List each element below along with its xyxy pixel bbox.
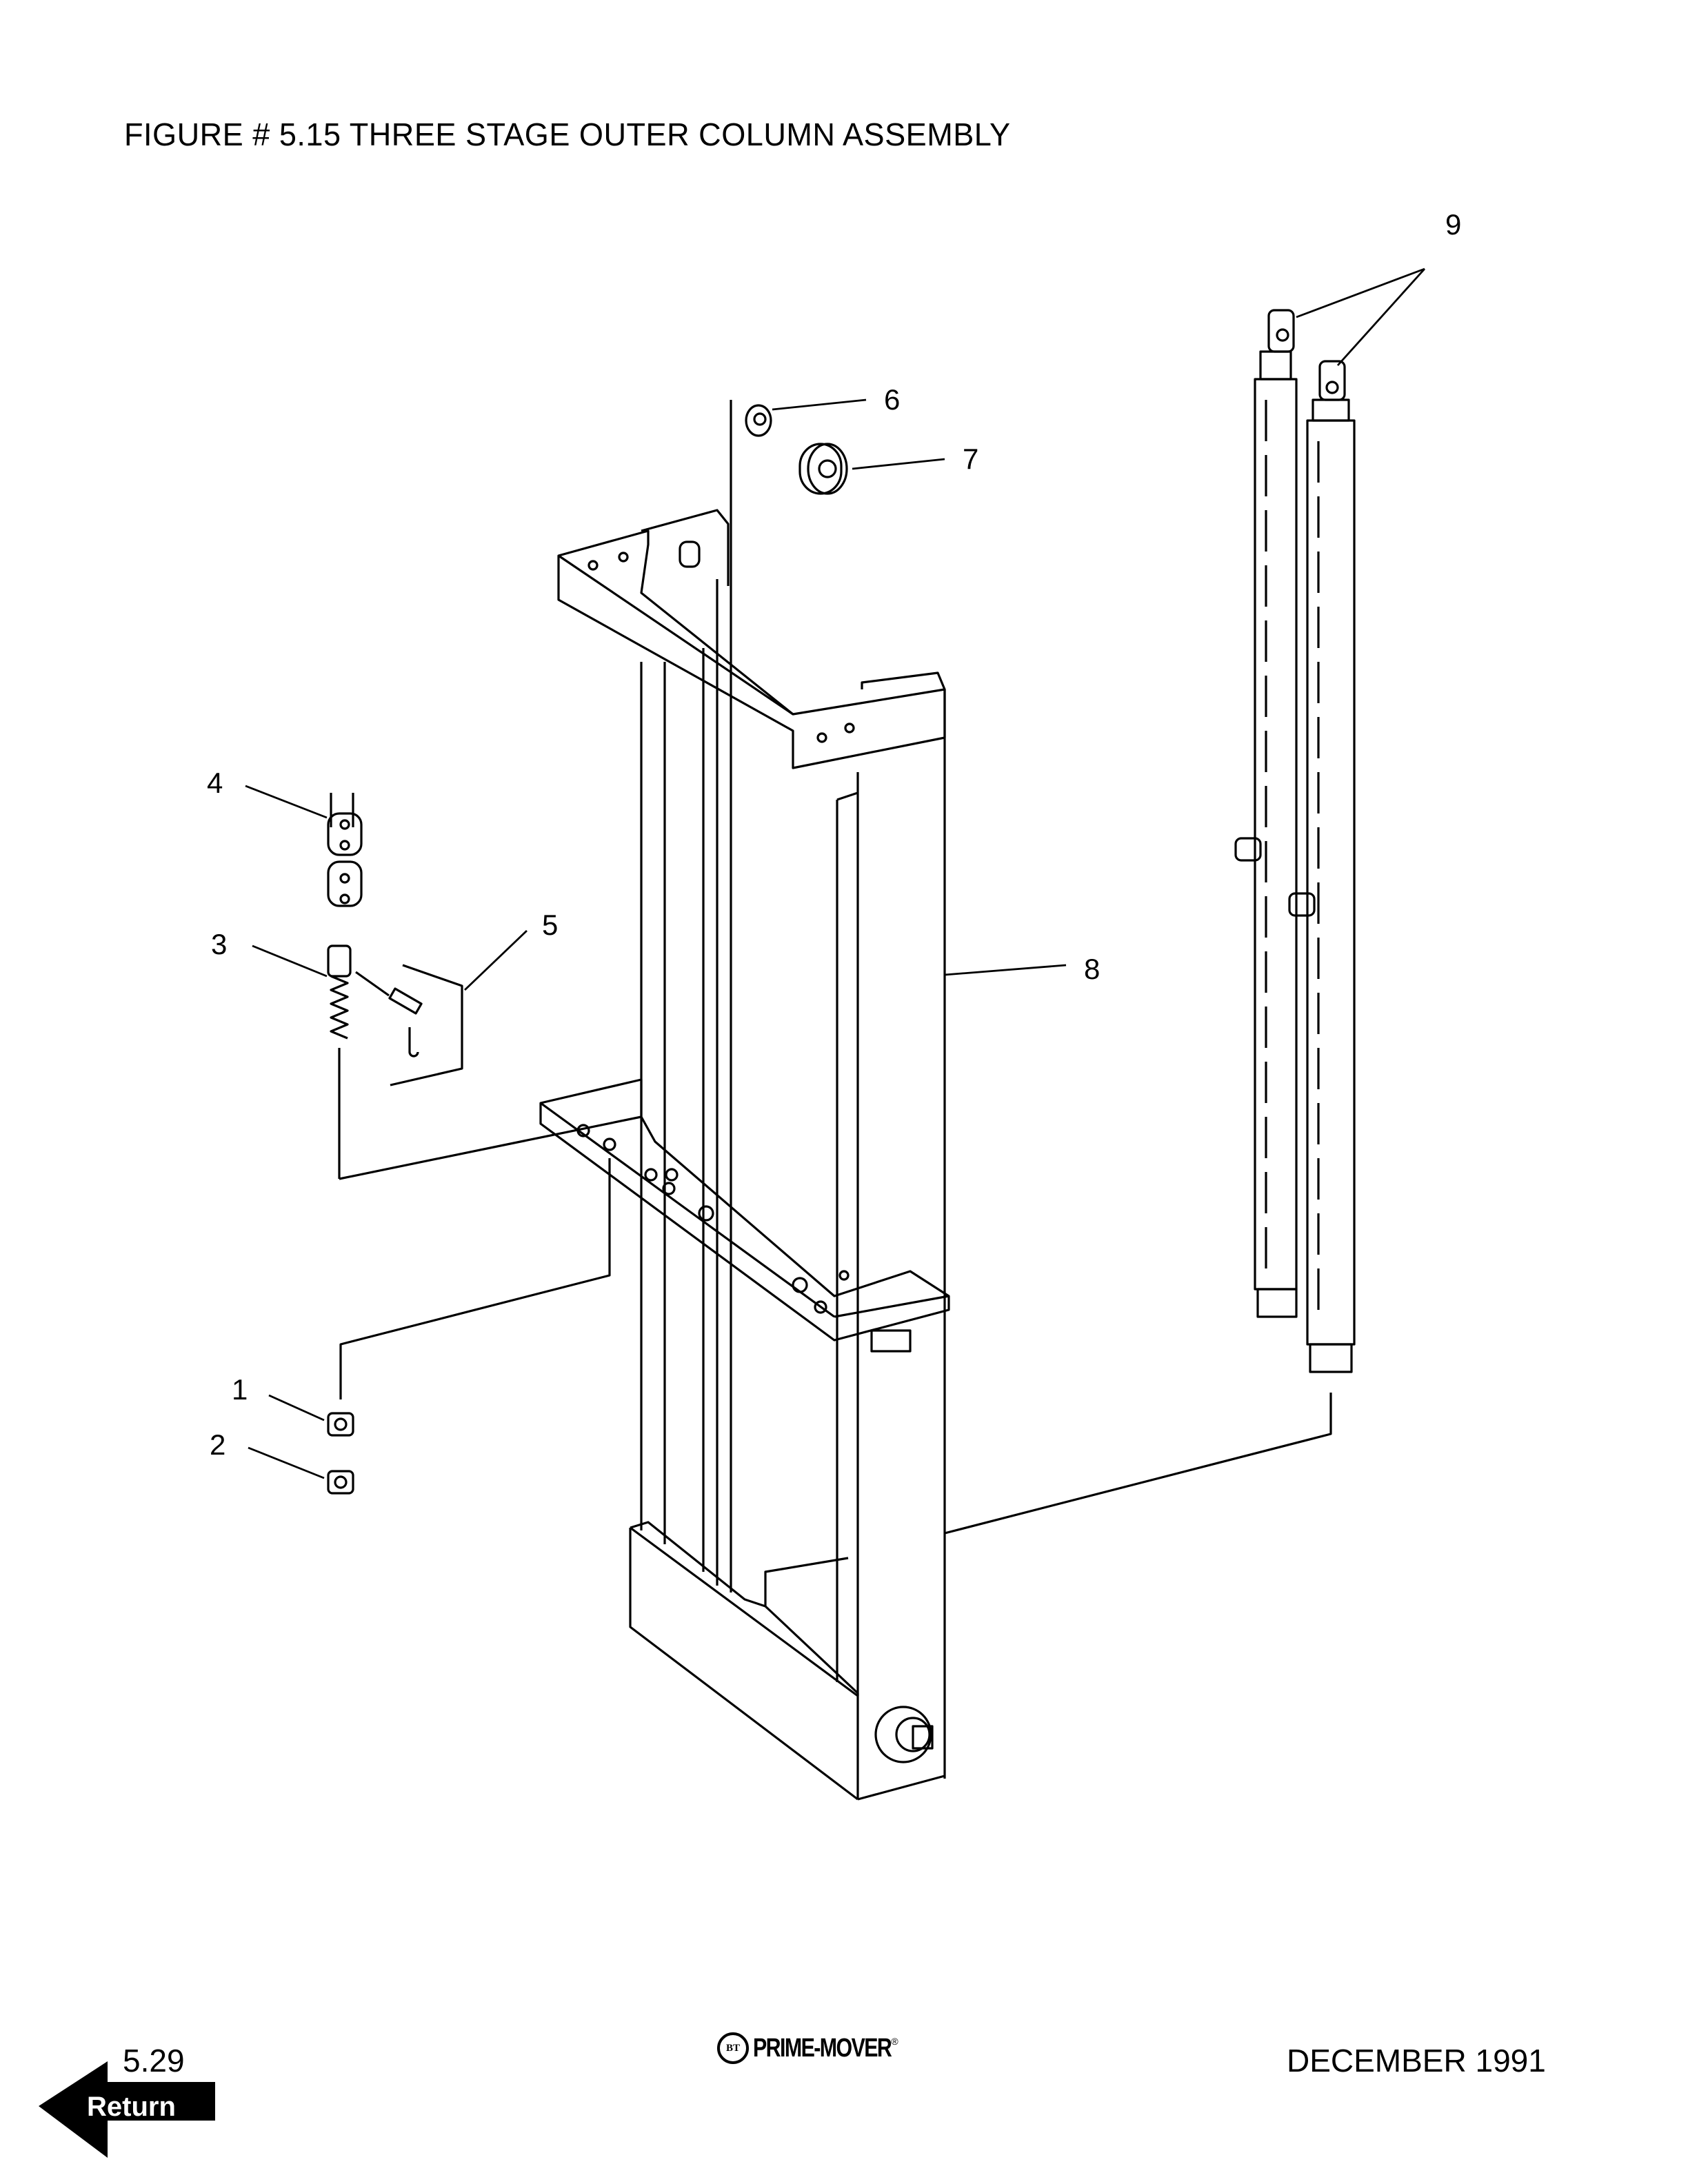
callout-3: 3 — [211, 928, 227, 960]
publication-date: DECEMBER 1991 — [1287, 2043, 1546, 2079]
callout-6: 6 — [884, 383, 900, 416]
bolt-part-3 — [327, 944, 642, 1180]
washer-part-2 — [327, 1470, 354, 1495]
bt-logo-mark: BT — [717, 2032, 749, 2064]
callout-9: 9 — [1445, 208, 1461, 241]
return-button[interactable]: Return — [39, 2061, 218, 2158]
page-number: 5.29 — [123, 2043, 185, 2079]
left-arrow-icon — [39, 2061, 215, 2158]
cotter-pin-part-5 — [355, 964, 463, 1086]
chain-anchor-part-4 — [327, 793, 363, 907]
callout-4: 4 — [207, 767, 223, 799]
brand-name: PRIME-MOVER — [753, 2033, 892, 2063]
nut-part-1 — [327, 1412, 354, 1437]
outer-column-part-8 — [539, 400, 950, 1801]
bearing-part-6 — [745, 404, 772, 437]
registered-mark: ® — [891, 2036, 898, 2047]
return-label: Return — [87, 2092, 176, 2122]
callout-2: 2 — [210, 1428, 225, 1461]
callout-8: 8 — [1084, 953, 1100, 985]
bearing-part-7 — [798, 443, 848, 495]
callout-1: 1 — [232, 1373, 248, 1406]
prime-mover-logo: BT PRIME-MOVER ® — [717, 2032, 898, 2064]
callout-5: 5 — [542, 909, 558, 941]
lift-cylinders-part-9 — [1234, 309, 1356, 1373]
callout-7: 7 — [963, 443, 978, 475]
figure-title: FIGURE # 5.15 THREE STAGE OUTER COLUMN A… — [124, 117, 1011, 152]
